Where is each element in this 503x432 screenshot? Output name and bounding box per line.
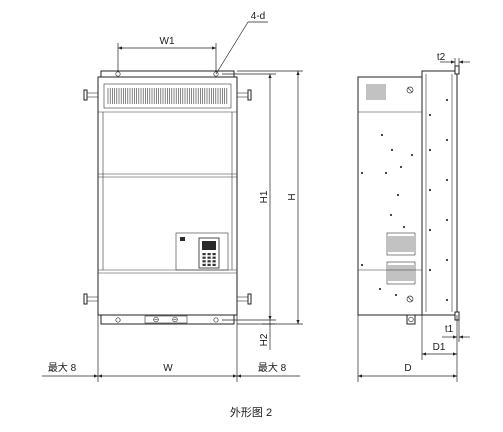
dim-w-label: W [163, 363, 173, 374]
mounting-hole-bottom-right [213, 317, 219, 323]
side-view [357, 65, 460, 325]
mounting-hole-bottom-left [115, 317, 121, 323]
front-view [83, 70, 252, 325]
dim-t2-label: t2 [437, 52, 446, 63]
dim-holes-label: 4-d [251, 11, 265, 22]
side-vent-slots [366, 84, 386, 100]
rear-flange-top [454, 65, 460, 75]
dim-w1-label: W1 [160, 36, 175, 47]
keypad-display [202, 241, 216, 250]
dimensions: W1 4-d H1 H H2 W 最大 8 最大 8 t2 [42, 11, 470, 382]
lifting-lug-bottom-left [83, 293, 98, 305]
clearance-left-label: 最大 8 [48, 361, 77, 374]
keypad [198, 237, 220, 269]
side-body-heatsink [421, 70, 458, 316]
clearance-right-label: 最大 8 [258, 361, 287, 374]
dim-h2-label: H2 [259, 333, 270, 346]
vent-slots [107, 88, 228, 104]
side-body-front [357, 76, 423, 316]
lifting-lug-top-left [83, 89, 98, 101]
lifting-lug-bottom-right [237, 293, 252, 305]
dim-h1-label: H1 [259, 190, 270, 203]
dim-t1-label: t1 [445, 324, 454, 335]
mounting-hole-top-left [115, 71, 121, 77]
side-component-lower [386, 261, 416, 285]
dim-h-label: H [287, 193, 298, 200]
figure-caption: 外形图 2 [230, 406, 272, 419]
lifting-lug-top-right [237, 89, 252, 101]
dim-d1-label: D1 [433, 342, 446, 353]
top-vent-grille [103, 83, 232, 109]
keypad-recess [175, 232, 229, 271]
terminal-cover [144, 315, 188, 324]
front-enclosure [97, 76, 238, 316]
side-component-upper [386, 232, 416, 256]
bottom-flange [100, 314, 235, 325]
dim-d-label: D [404, 363, 411, 374]
